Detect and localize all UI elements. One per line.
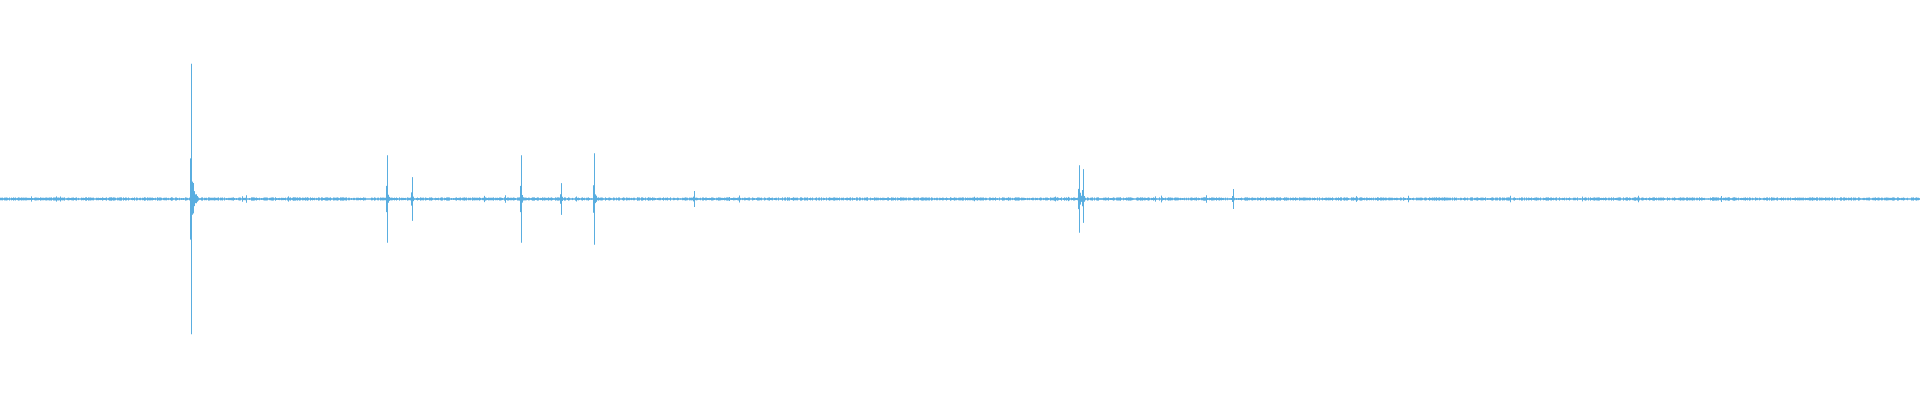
waveform-trace bbox=[0, 63, 1920, 335]
